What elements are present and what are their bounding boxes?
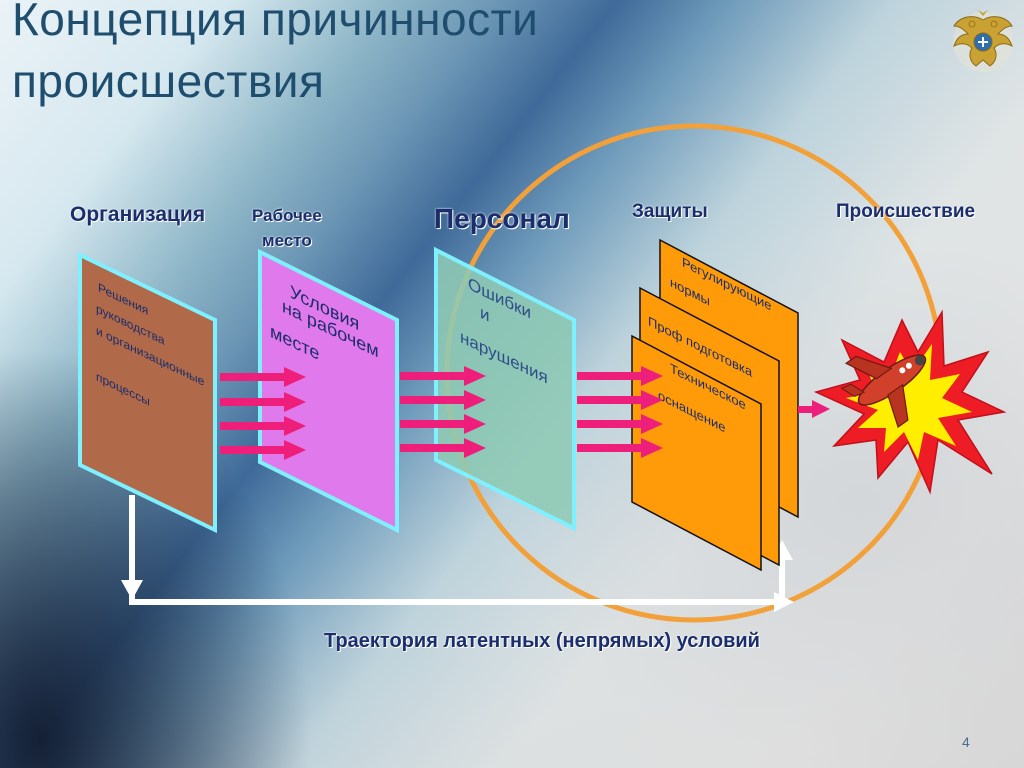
label-workplace-line-2: место: [262, 231, 312, 250]
arrows-org-to-workplace: [220, 367, 306, 460]
arrows-personnel-to-protections: [577, 366, 663, 458]
page-title: Концепция причинности происшествия: [12, 0, 538, 112]
organization-panel: [78, 251, 217, 534]
double-headed-eagle-emblem-icon: [953, 10, 1013, 72]
latent-path-arrowhead-right: [774, 592, 794, 612]
explosion-icon: [813, 309, 1007, 495]
pers-line-2: и: [480, 302, 489, 325]
label-protections: Защиты: [632, 201, 708, 222]
arrows-workplace-to-personnel: [400, 366, 486, 458]
label-personnel: Персонал: [434, 203, 570, 234]
personnel-panel: [434, 246, 576, 532]
label-workplace: Рабочее место: [252, 203, 322, 253]
page-number: 4: [962, 734, 970, 750]
arrow-to-incident: [798, 400, 830, 418]
page-title-line-1: Концепция причинности: [12, 0, 539, 45]
causal-arrows: [220, 366, 830, 460]
label-incident: Происшествие: [836, 201, 976, 222]
crashed-airplane-icon: [840, 354, 927, 428]
label-organization: Организация: [70, 203, 206, 226]
page-title-line-2: происшествия: [12, 55, 325, 107]
latent-conditions-caption: Траектория латентных (непрямых) условий: [324, 630, 760, 652]
workplace-panel: [258, 248, 399, 534]
latent-path-arrowhead-down: [121, 580, 143, 600]
label-workplace-line-1: Рабочее: [252, 206, 322, 225]
